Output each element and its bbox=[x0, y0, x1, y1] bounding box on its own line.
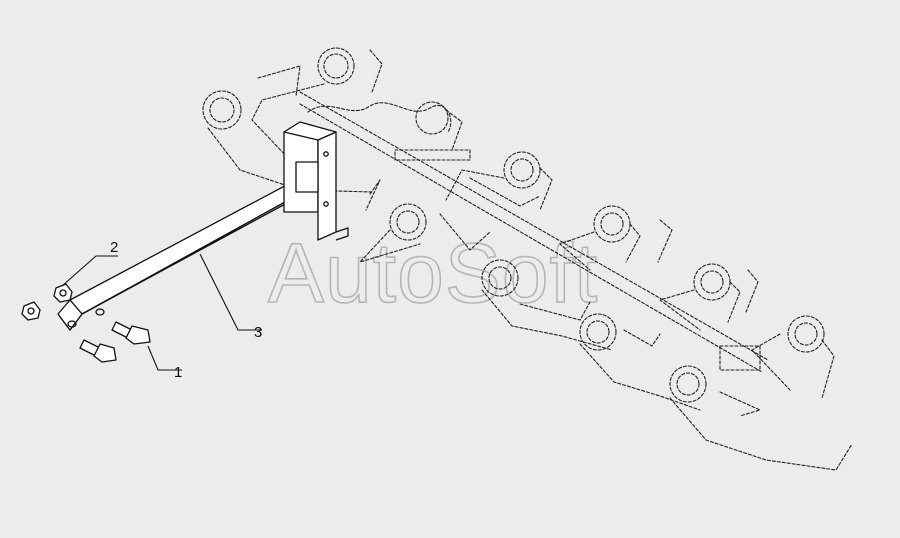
phantom-tine-coil-upper-1 bbox=[251, 47, 383, 161]
phantom-tine-coil-lower-2 bbox=[579, 313, 701, 411]
phantom-tine-coil-lower-4 bbox=[669, 365, 853, 471]
phantom-frame-beam bbox=[299, 91, 769, 373]
phantom-tine-coil-upper-3 bbox=[415, 101, 463, 151]
callout-1: 1 bbox=[174, 364, 182, 381]
leader-line-2 bbox=[61, 255, 118, 287]
mounting-plate bbox=[283, 121, 349, 241]
leader-line-3 bbox=[199, 253, 262, 331]
item-2-nut-upper bbox=[53, 283, 73, 303]
leader-line-1 bbox=[147, 345, 182, 371]
item-1-bolt-upper bbox=[111, 321, 151, 345]
phantom-end-bracket bbox=[719, 345, 761, 371]
callout-3: 3 bbox=[254, 324, 262, 341]
phantom-tine-coil-mid-2 bbox=[359, 179, 491, 263]
item-2-nut-lower bbox=[21, 301, 41, 321]
phantom-tine-coil-lower-1 bbox=[657, 219, 741, 331]
phantom-tine-coil-mid-4 bbox=[481, 259, 613, 351]
callout-2: 2 bbox=[110, 239, 118, 256]
watermark-text: AutoSoft bbox=[268, 226, 598, 320]
phantom-link bbox=[469, 177, 541, 207]
phantom-tine-coil-mid-1 bbox=[445, 151, 553, 211]
phantom-tine-coil-mid-3 bbox=[559, 205, 641, 271]
phantom-bracket bbox=[394, 149, 471, 161]
item-1-bolt-lower bbox=[79, 339, 117, 363]
phantom-tine-coil-lower-3 bbox=[745, 269, 835, 399]
phantom-spring bbox=[307, 102, 452, 133]
